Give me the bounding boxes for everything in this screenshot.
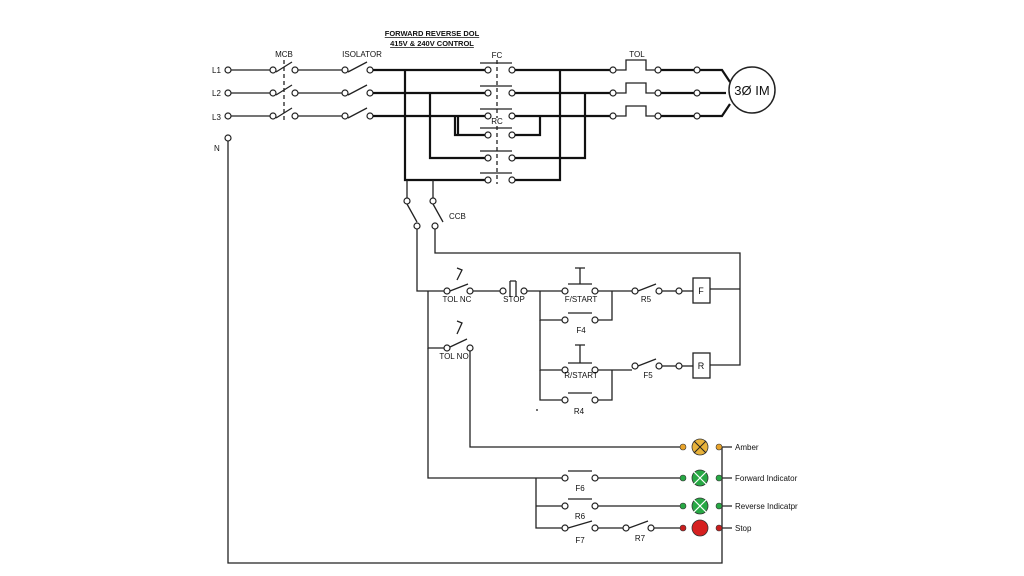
indicator-feed bbox=[427, 348, 562, 479]
reverse-lamp: Reverse Indicatpr bbox=[679, 497, 798, 515]
tol-no-label: TOL NO bbox=[439, 352, 468, 361]
r-start-label: R/START bbox=[564, 371, 598, 380]
output-wiring bbox=[456, 68, 610, 182]
reverse-label: Reverse Indicatpr bbox=[735, 502, 798, 511]
r4-label: R4 bbox=[574, 407, 585, 416]
fc-label: FC bbox=[492, 51, 503, 60]
r-start-branch: R/START R4 F5 R bbox=[561, 344, 711, 416]
amber-term-left bbox=[679, 443, 687, 451]
isolator-label: ISOLATOR bbox=[342, 50, 382, 59]
control-live bbox=[416, 229, 444, 292]
f6-contact: F6 bbox=[561, 470, 680, 493]
tol-nc-contact: TOL NC bbox=[443, 267, 474, 304]
amber-label: Amber bbox=[735, 443, 759, 452]
rc-label: RC bbox=[491, 117, 503, 126]
label-l1: L1 bbox=[212, 66, 221, 75]
reverse-term-right bbox=[715, 502, 723, 510]
forward-term-right bbox=[715, 474, 723, 482]
amber-lamp: Amber bbox=[679, 438, 759, 456]
r5-label: R5 bbox=[641, 295, 652, 304]
forward-lamp: Forward Indicator bbox=[679, 469, 798, 487]
mcb-label: MCB bbox=[275, 50, 293, 59]
reverse-term-left bbox=[679, 502, 687, 510]
stop-label: STOP bbox=[503, 295, 525, 304]
stop-lamp: Stop bbox=[679, 519, 752, 537]
diagram-title-line2: 415V & 240V CONTROL bbox=[390, 39, 474, 48]
indicator-bus bbox=[535, 478, 562, 529]
amber-term-right bbox=[715, 443, 723, 451]
r6-contact: R6 bbox=[561, 498, 680, 521]
coil-r-label: R bbox=[698, 361, 705, 371]
f-start-branch: F/START F4 R5 F bbox=[539, 267, 711, 335]
coil-f-label: F bbox=[698, 286, 704, 296]
rc-contactor: RC bbox=[480, 117, 516, 184]
f7-r7-contacts: F7 R7 bbox=[561, 520, 680, 545]
f4-label: F4 bbox=[576, 326, 586, 335]
stray-dot bbox=[536, 409, 538, 411]
motor-label: 3Ø IM bbox=[734, 83, 769, 98]
link-to-reverse bbox=[539, 320, 562, 371]
r7-label: R7 bbox=[635, 534, 646, 543]
motor: 3Ø IM bbox=[700, 66, 776, 118]
f7-label: F7 bbox=[575, 536, 585, 545]
label-l2: L2 bbox=[212, 89, 221, 98]
ccb: CCB bbox=[403, 180, 466, 230]
stop-lamp-label: Stop bbox=[735, 524, 752, 533]
lamp-return bbox=[721, 446, 732, 534]
forward-term-left bbox=[679, 474, 687, 482]
ccb-label: CCB bbox=[449, 212, 466, 221]
tol-nc-label: TOL NC bbox=[443, 295, 472, 304]
control-return bbox=[434, 229, 741, 366]
f6-label: F6 bbox=[575, 484, 585, 493]
stop-button-symbol: STOP bbox=[473, 280, 562, 304]
isolator: ISOLATOR bbox=[298, 50, 382, 120]
r6-label: R6 bbox=[575, 512, 586, 521]
supply-terminals: L1 L2 L3 N bbox=[212, 66, 232, 153]
stop-lamp-bulb bbox=[691, 519, 709, 537]
power-bus bbox=[373, 68, 485, 182]
tol-label: TOL bbox=[629, 50, 645, 59]
label-n: N bbox=[214, 144, 220, 153]
tol-no-contact: TOL NO bbox=[427, 291, 680, 448]
stop-term-right bbox=[715, 524, 723, 532]
f5-label: F5 bbox=[643, 371, 653, 380]
label-l3: L3 bbox=[212, 113, 221, 122]
mcb: MCB bbox=[231, 50, 299, 120]
neutral-line bbox=[227, 141, 723, 564]
link-to-r4 bbox=[539, 370, 562, 401]
diagram-title-line1: FORWARD REVERSE DOL bbox=[385, 29, 480, 38]
fc-contactor: FC bbox=[480, 51, 516, 120]
forward-label: Forward Indicator bbox=[735, 474, 798, 483]
stop-term-left bbox=[679, 524, 687, 532]
tol: TOL bbox=[609, 50, 701, 120]
f-start-label: F/START bbox=[565, 295, 598, 304]
